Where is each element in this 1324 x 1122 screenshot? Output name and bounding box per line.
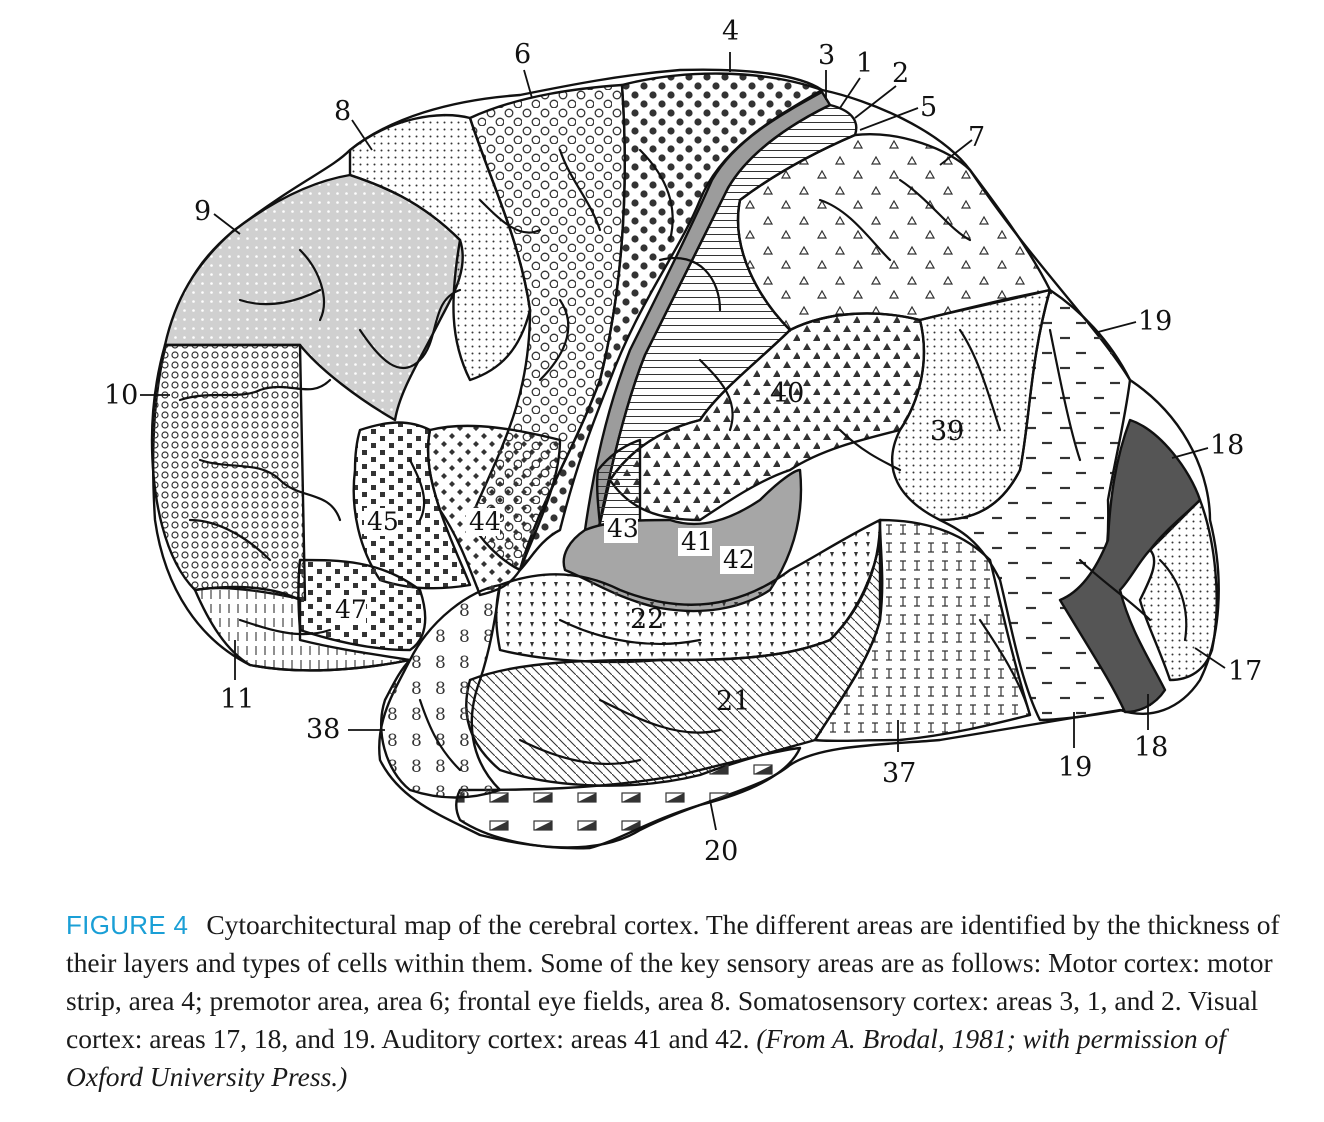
label-area-20: 20	[704, 836, 738, 867]
label-area-44: 44	[469, 507, 501, 536]
area-19-region	[938, 288, 1152, 722]
cortex-map-figure: 8	[104, 16, 1262, 867]
label-area-38: 38	[306, 714, 340, 745]
leader-area-9	[213, 213, 241, 235]
label-area-45: 45	[367, 507, 399, 536]
label-area-5: 5	[920, 92, 937, 123]
label-area-10: 10	[104, 380, 138, 411]
area-8-region	[348, 113, 532, 382]
label-area-1: 1	[856, 48, 873, 79]
area-21-region	[465, 538, 882, 787]
label-area-42: 42	[723, 545, 755, 574]
label-area-22: 22	[630, 604, 664, 635]
leader-area-19-top	[1097, 321, 1137, 333]
leader-area-2	[854, 85, 897, 119]
area-43-region	[595, 438, 642, 527]
area-17-region	[1138, 498, 1218, 682]
leader-area-17	[1194, 647, 1226, 669]
label-area-2: 2	[892, 58, 909, 89]
label-area-43: 43	[607, 514, 639, 543]
leader-area-6	[523, 69, 533, 99]
label-area-7: 7	[968, 122, 985, 153]
label-area-6: 6	[514, 39, 531, 70]
leader-area-20	[709, 799, 717, 831]
label-area-19-bottom: 19	[1058, 752, 1092, 783]
label-area-11: 11	[220, 684, 254, 715]
area-20-region	[455, 746, 802, 850]
label-area-8: 8	[334, 96, 351, 127]
figure-label: FIGURE 4	[66, 910, 189, 940]
area-45-region	[352, 421, 472, 590]
area-4-region	[518, 72, 824, 572]
caption-credit: (From A. Brodal, 1981; with permission o…	[66, 1023, 1226, 1092]
leader-area-8	[351, 119, 373, 151]
leader-area-5	[859, 107, 919, 131]
leader-area-1	[839, 77, 861, 109]
caption-text: Cytoarchitectural map of the cerebral co…	[66, 909, 1280, 1054]
leader-area-7	[939, 139, 973, 166]
label-area-37: 37	[882, 758, 916, 789]
label-area-17: 17	[1228, 656, 1262, 687]
label-area-41: 41	[681, 527, 713, 556]
area-11-region	[193, 585, 412, 672]
area-10-region	[150, 343, 307, 602]
label-area-4: 4	[722, 16, 739, 47]
leader-area-18-top	[1171, 447, 1209, 459]
label-area-47: 47	[335, 595, 367, 624]
label-area-18-bottom: 18	[1134, 732, 1168, 763]
label-area-3: 3	[818, 40, 835, 71]
label-area-40: 40	[770, 378, 804, 409]
label-area-9: 9	[194, 196, 211, 227]
label-area-19-top: 19	[1138, 306, 1172, 337]
label-area-21: 21	[716, 686, 750, 717]
label-area-39: 39	[930, 416, 964, 447]
label-area-18-top: 18	[1210, 430, 1244, 461]
